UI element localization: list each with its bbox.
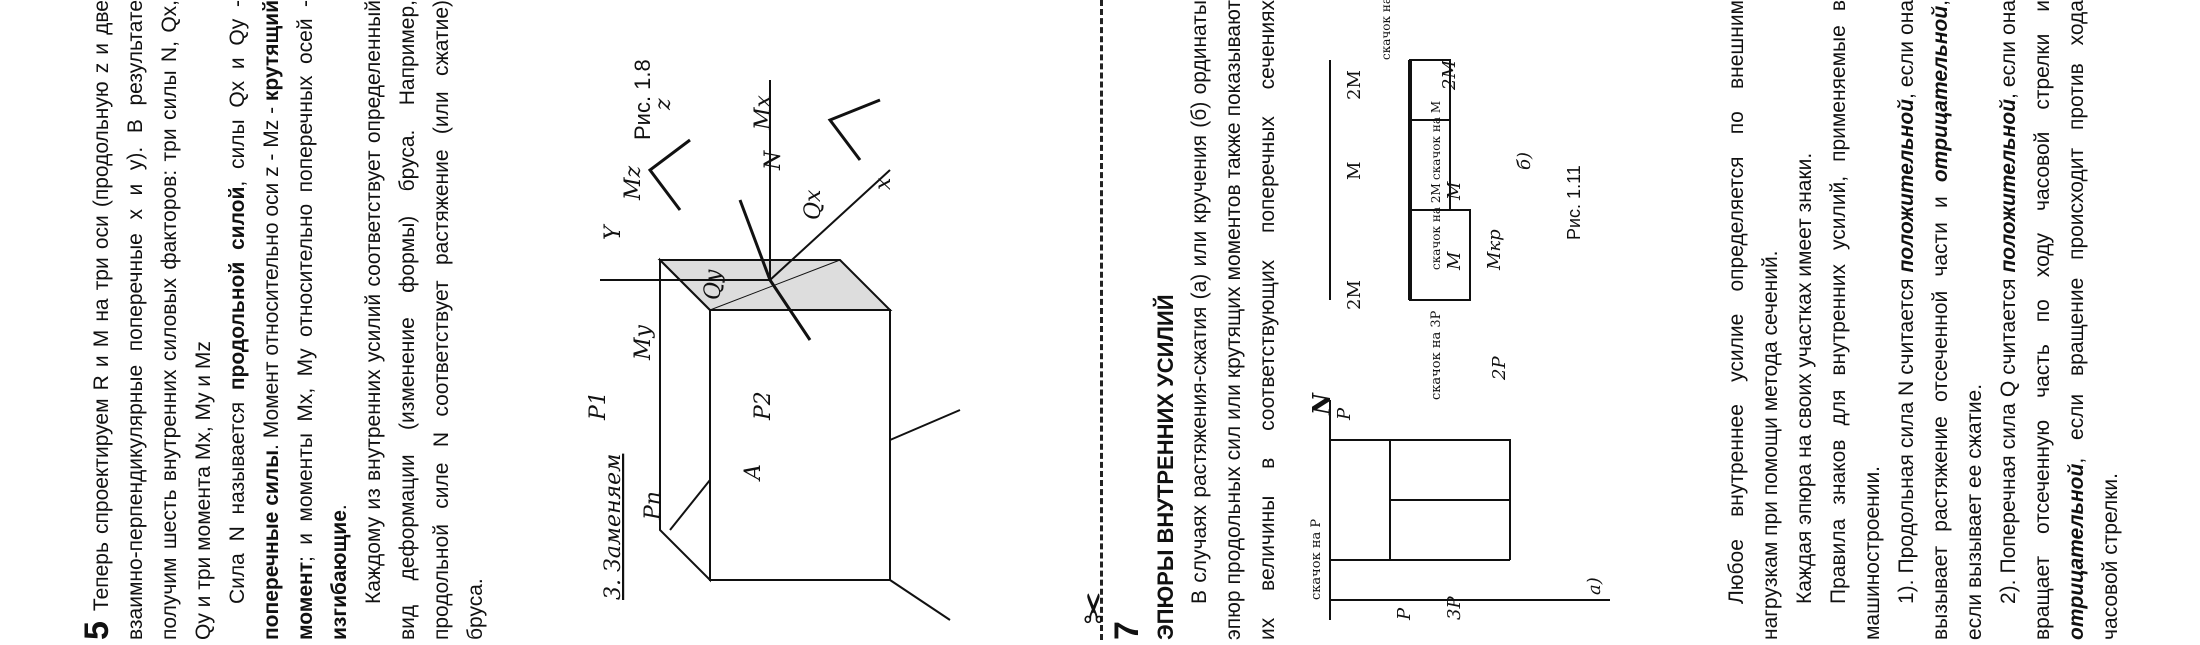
rule-2: 2). Поперечная сила Q считается положите…: [1997, 0, 2122, 640]
label-a-n: N: [1307, 392, 1336, 416]
paragraph-diagrams: В случаях растяжения-сжатия (а) или круч…: [1188, 0, 1279, 640]
step-label-3: 3. Заменяем: [601, 454, 626, 600]
paragraph-forces: Сила N называется продольной силой, силы…: [226, 0, 351, 640]
rule-1: 1). Продольная сила N считается положите…: [1895, 0, 1986, 640]
label-a: A: [741, 464, 766, 482]
label-b-2m-c: 2M: [1439, 60, 1460, 91]
label-a-jump-p: скачок на P: [1309, 519, 1324, 600]
label-y: Y: [601, 223, 626, 240]
section-5-text: 5Теперь спроектируем R и M на три оси (п…: [80, 0, 493, 640]
section-7-bottom: Любое внутреннее усилие определяется по …: [1720, 0, 2190, 640]
section-heading: ЭПЮРЫ ВНУТРЕННИХ УСИЛИЙ: [1153, 294, 1178, 640]
caption-a: а): [1584, 577, 1605, 595]
section-number-5: 5: [80, 621, 116, 640]
figure-1-8-drawing: 3. Заменяем P1 Pn P2 A Y x z Qy Qx My Mx…: [586, 59, 961, 621]
label-b-m: M: [1344, 162, 1365, 180]
label-p2: P2: [751, 391, 776, 421]
label-z: z: [651, 98, 676, 111]
paragraph-method: Любое внутреннее усилие определяется по …: [1725, 0, 1782, 640]
label-pn: Pn: [641, 491, 666, 521]
section-number-7: 7: [1110, 621, 1146, 640]
caption-b: б): [1514, 152, 1535, 170]
label-b-m3: M: [1444, 181, 1465, 201]
figure-1-11-drawing: N скачок на P скачок на 3P P P 3P 2P а) …: [1307, 0, 1610, 621]
label-a-2p: 2P: [1489, 356, 1510, 381]
paragraph-projection: Теперь спроектируем R и M на три оси (пр…: [90, 0, 215, 640]
figure-1-8: 3. Заменяем P1 Pn P2 A Y x z Qy Qx My Mx…: [560, 0, 1080, 640]
label-mz: Mz: [621, 165, 646, 201]
label-my: My: [631, 324, 656, 361]
label-x: x: [871, 177, 896, 190]
section-7-top: 7 ЭПЮРЫ ВНУТРЕННИХ УСИЛИЙ В случаях раст…: [1110, 0, 1280, 640]
label-b-m2: M: [1444, 251, 1465, 271]
label-b-2m-b: 2M: [1344, 70, 1365, 100]
label-qy: Qy: [701, 269, 726, 300]
label-qx: Qx: [801, 189, 826, 220]
section-5: 5Теперь спроектируем R и M на три оси (п…: [80, 0, 550, 640]
figure-1-11: N скачок на P скачок на 3P P P 3P 2P а) …: [1290, 0, 1710, 640]
label-n: N: [761, 150, 786, 171]
label-b-jump-2m: скачок на 2M: [1429, 183, 1443, 270]
label-b-mkr: Mкр: [1484, 229, 1505, 271]
paragraph-signs: Каждая эпюра на своих участках имеет зна…: [1793, 152, 1816, 604]
label-p1: P1: [586, 391, 611, 421]
cut-line: [1100, 0, 1103, 640]
paragraph-rules: Правила знаков для внутренних усилий, пр…: [1827, 0, 1884, 640]
label-a-p: P: [1394, 607, 1415, 621]
label-b-jump-m: скачок на M: [1429, 101, 1443, 180]
label-a-3p: 3P: [1444, 596, 1465, 620]
label-b-jump-2m-top: скачок на 2M: [1379, 0, 1393, 60]
figure-caption-1-8: Рис. 1.8: [630, 59, 655, 140]
figure-caption-1-11: Рис. 1.11: [1564, 165, 1584, 240]
label-b-2m: 2M: [1344, 280, 1365, 310]
label-a-jump-3p: скачок на 3P: [1429, 310, 1444, 400]
paragraph-deformation: Каждому из внутренних усилий соответству…: [362, 0, 487, 640]
label-mx: Mx: [751, 94, 776, 131]
label-a-p2: P: [1334, 407, 1355, 421]
